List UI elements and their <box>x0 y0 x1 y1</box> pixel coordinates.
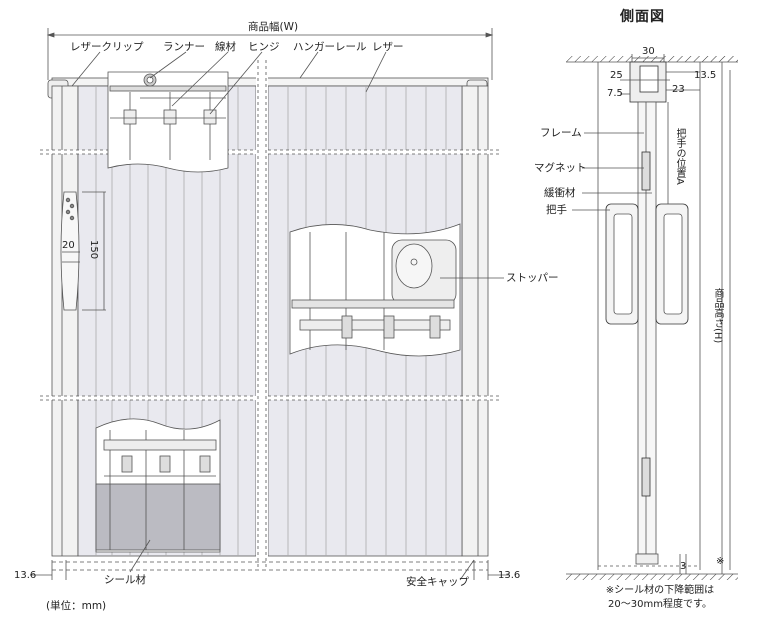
dim-13-6-right: 13.6 <box>498 570 521 581</box>
dim-25: 25 <box>610 70 623 81</box>
dim-30: 30 <box>642 46 655 57</box>
dim-23: 23 <box>672 84 685 95</box>
width-label: 商品幅(W) <box>248 21 299 33</box>
runner-label: ランナー <box>163 41 205 53</box>
side-view <box>566 54 738 580</box>
stopper-label: ストッパー <box>506 272 559 284</box>
seal-note-line1: ※シール材の下降範囲は <box>605 585 715 596</box>
asterisk-mark: ※ <box>716 556 725 567</box>
safety-cap-label: 安全キャップ <box>406 576 469 588</box>
hinge-label: ヒンジ <box>248 41 280 53</box>
leather-clip-label: レザークリップ <box>70 41 144 53</box>
unit-label: (単位：mm) <box>46 600 107 612</box>
dim-150: 150 <box>88 240 99 260</box>
product-height-label: 商品高さ(H) <box>712 288 723 344</box>
leather-label: レザー <box>372 41 404 53</box>
buffer-label: 緩衝材 <box>544 187 576 199</box>
seal-note-line2: 20〜30mm程度です。 <box>608 599 712 610</box>
seal-note: ※シール材の下降範囲は 20〜30mm程度です。 <box>580 584 740 612</box>
hanger-rail-label: ハンガーレール <box>293 41 367 53</box>
side-view-title: 側面図 <box>620 9 665 25</box>
seal-label: シール材 <box>104 574 146 586</box>
dim-13-5: 13.5 <box>694 70 717 81</box>
wire-label: 線材 <box>215 41 236 53</box>
frame-label: フレーム <box>540 127 582 139</box>
magnet-label: マグネット <box>534 162 587 174</box>
handle-label: 把手 <box>546 204 567 216</box>
dim-3: 3 <box>680 561 687 572</box>
dim-7-5: 7.5 <box>607 88 623 99</box>
dim-20: 20 <box>62 240 75 251</box>
front-view <box>30 28 510 581</box>
handle-position-label: 把手の位置A <box>674 128 685 185</box>
dim-13-6-left: 13.6 <box>14 570 37 581</box>
